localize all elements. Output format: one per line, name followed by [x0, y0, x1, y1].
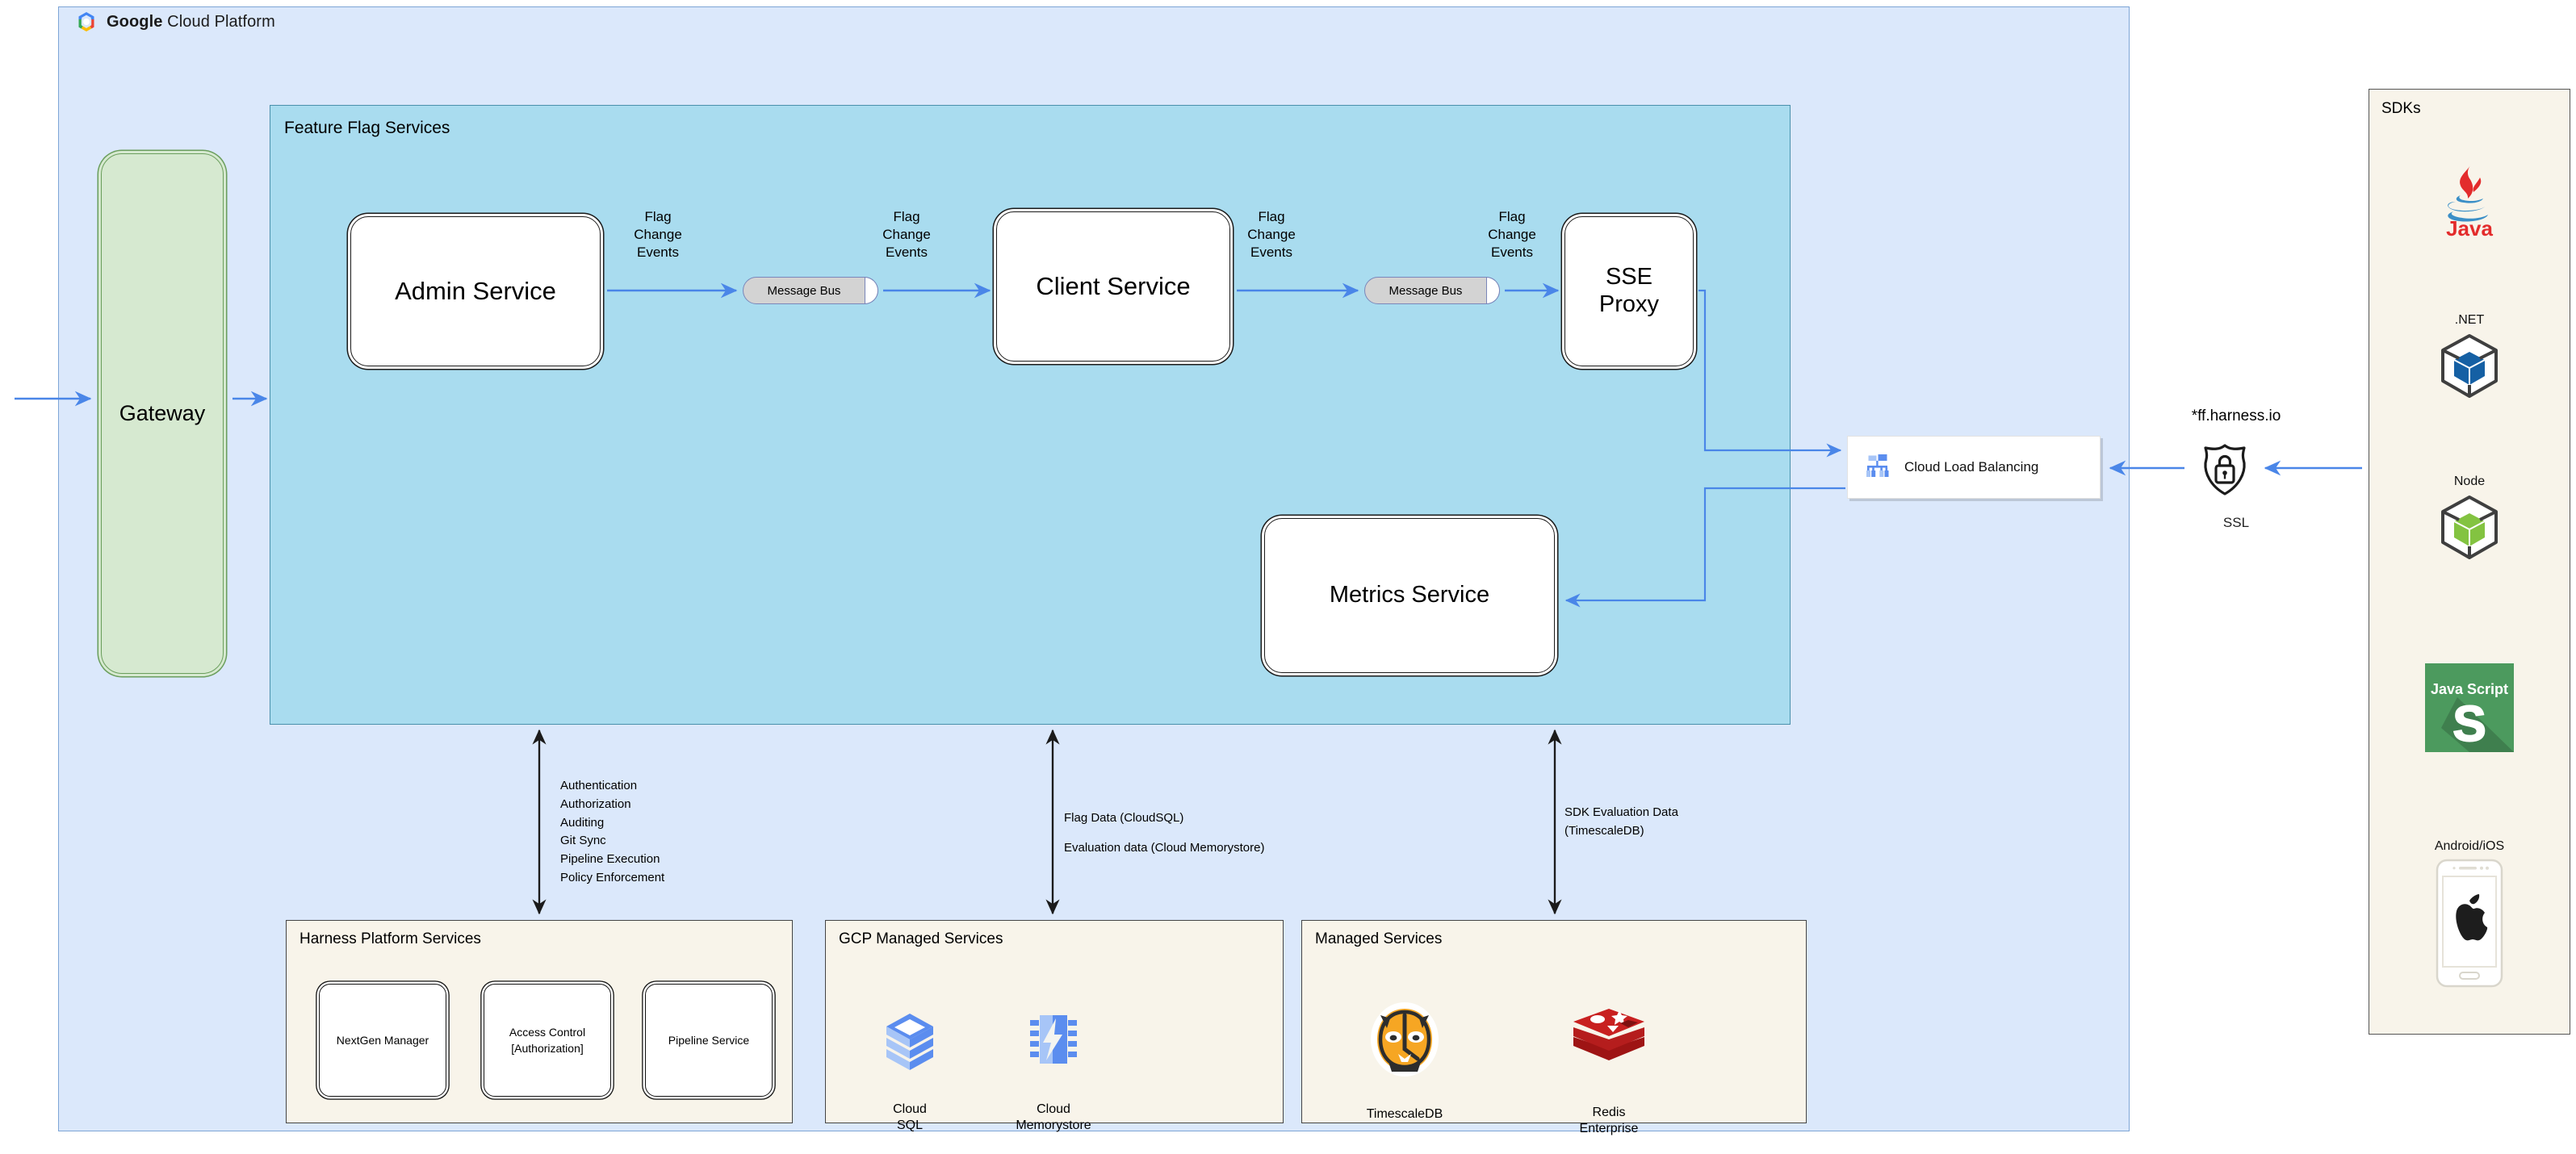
gateway-node[interactable]: Gateway: [101, 153, 224, 674]
gcp-title-bold: Google: [107, 12, 163, 31]
node-cube-icon: [2438, 495, 2501, 565]
redis-enterprise-label: Redis Enterprise: [1579, 1105, 1639, 1136]
metrics-service-node[interactable]: Metrics Service: [1264, 518, 1555, 673]
sdk-item-javascript[interactable]: Java Script S: [2369, 663, 2570, 756]
javascript-s-icon: Java Script S: [2425, 663, 2514, 755]
message-bus-2[interactable]: Message Bus: [1364, 277, 1500, 304]
sdk-label-android-ios: Android/iOS: [2434, 839, 2505, 853]
admin-service-node[interactable]: Admin Service: [350, 216, 601, 366]
cloud-memorystore-label: Cloud Memorystore: [1016, 1102, 1091, 1133]
gcp-managed-services-title: GCP Managed Services: [839, 930, 1003, 947]
feature-flag-services-panel: [270, 105, 1791, 725]
cloud-load-balancing-icon: [1862, 450, 1893, 485]
edge-label-flag-change-events-4: Flag Change Events: [1488, 209, 1536, 260]
timescaledb-item[interactable]: TimescaleDB: [1328, 966, 1481, 1139]
harness-platform-services-group: Harness Platform Services NextGen Manage…: [286, 920, 793, 1123]
message-bus-1[interactable]: Message Bus: [743, 277, 878, 304]
gcp-title-rest: Cloud Platform: [162, 12, 275, 31]
edge-label-flag-change-events-1: Flag Change Events: [634, 209, 682, 260]
sdk-label-node: Node: [2453, 475, 2486, 488]
svg-text:Java: Java: [2446, 216, 2493, 237]
annotation-gcp-data: Flag Data (CloudSQL) Evaluation data (Cl…: [1064, 811, 1265, 855]
java-logo-icon: Java: [2433, 165, 2506, 240]
cloud-memorystore-item[interactable]: Cloud Memorystore: [973, 977, 1134, 1151]
mobile-phone-apple-icon: [2436, 859, 2503, 991]
cloud-load-balancing-label: Cloud Load Balancing: [1904, 459, 2039, 475]
cloud-load-balancing-node[interactable]: Cloud Load Balancing: [1847, 436, 2101, 499]
ssl-shield-lock-icon: [2197, 442, 2252, 497]
google-cloud-logo-icon: [74, 10, 98, 34]
edge-label-flag-change-events-3: Flag Change Events: [1247, 209, 1296, 260]
sdk-item-java[interactable]: Java: [2369, 160, 2570, 241]
sdk-item-android-ios[interactable]: Android/iOS: [2369, 839, 2570, 992]
message-bus-2-label: Message Bus: [1389, 283, 1463, 298]
managed-services-group: Managed Services TimescaleDB: [1301, 920, 1807, 1135]
dotnet-cube-icon: [2438, 334, 2501, 403]
harness-platform-services-title: Harness Platform Services: [299, 930, 481, 947]
gcp-managed-services-group: GCP Managed Services Cloud SQL: [825, 920, 1284, 1132]
gcp-header: Google Cloud Platform: [61, 10, 2126, 34]
annotation-managed-data: SDK Evaluation Data (TimescaleDB): [1564, 805, 1678, 838]
message-bus-1-label: Message Bus: [767, 283, 841, 298]
sdk-label-dotnet: .NET: [2454, 313, 2485, 327]
svg-text:S: S: [2452, 696, 2486, 752]
svg-text:Java Script: Java Script: [2431, 681, 2508, 697]
pipeline-service-node[interactable]: Pipeline Service: [645, 984, 773, 1097]
sse-proxy-node[interactable]: SSE Proxy: [1564, 216, 1694, 366]
feature-flag-services-title: Feature Flag Services: [284, 119, 450, 137]
timescaledb-label: TimescaleDB: [1366, 1106, 1443, 1121]
timescaledb-tiger-icon: [1364, 1001, 1445, 1083]
cloud-sql-item[interactable]: Cloud SQL: [845, 977, 974, 1151]
managed-services-title: Managed Services: [1315, 930, 1443, 947]
ssl-domain-label: *ff.harness.io: [2191, 408, 2281, 424]
nextgen-manager-node[interactable]: NextGen Manager: [319, 984, 446, 1097]
edge-label-flag-change-events-2: Flag Change Events: [882, 209, 931, 260]
cloud-memorystore-icon: [1024, 1014, 1083, 1080]
ssl-label: SSL: [2222, 515, 2250, 530]
gcp-title: Google Cloud Platform: [107, 13, 275, 31]
access-control-node[interactable]: Access Control [Authorization]: [484, 984, 611, 1097]
sdk-item-dotnet[interactable]: .NET: [2369, 313, 2570, 404]
redis-enterprise-item[interactable]: Redis Enterprise: [1536, 971, 1682, 1154]
sdk-item-node[interactable]: Node: [2369, 475, 2570, 566]
redis-stack-icon: [1570, 1008, 1648, 1081]
cloud-sql-icon: [880, 1013, 940, 1080]
cloud-sql-label: Cloud SQL: [893, 1102, 927, 1133]
annotation-harness-platform: Authentication Authorization Auditing Gi…: [560, 779, 665, 884]
sdks-title: SDKs: [2381, 100, 2421, 117]
client-service-node[interactable]: Client Service: [996, 211, 1230, 362]
